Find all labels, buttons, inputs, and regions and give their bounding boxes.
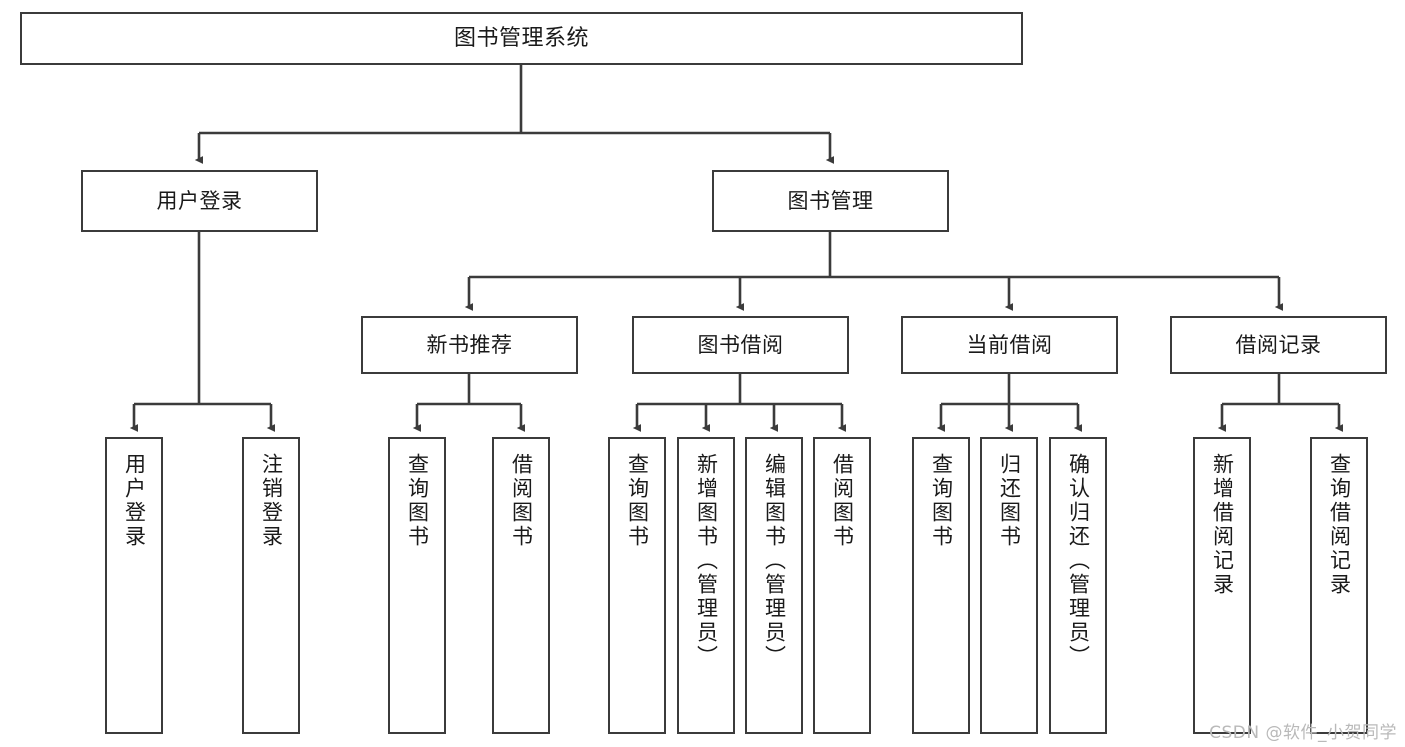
node-label: 图书管理 [787,188,874,213]
node-book-borrow[interactable]: 图书借阅 [632,316,849,374]
node-label: 查询借阅记录 [1327,453,1352,597]
leaf-record-add-borrow-record[interactable]: 新增借阅记录 [1193,437,1251,734]
node-label: 用户登录 [122,453,147,549]
node-label: 借阅图书 [509,453,534,549]
node-label: 用户登录 [156,188,243,213]
node-label: 当前借阅 [966,332,1053,357]
node-user-login[interactable]: 用户登录 [81,170,318,232]
leaf-record-query-borrow-record[interactable]: 查询借阅记录 [1310,437,1368,734]
node-label: 新增借阅记录 [1210,453,1235,597]
node-root-system[interactable]: 图书管理系统 [20,12,1023,65]
node-book-management[interactable]: 图书管理 [712,170,949,232]
node-label: 确认归还（管理员） [1066,453,1091,669]
node-label: 图书借阅 [697,332,784,357]
watermark-text: CSDN @软件_小贺同学 [1209,723,1397,743]
leaf-logout[interactable]: 注销登录 [242,437,300,734]
leaf-borrow-add-book-admin[interactable]: 新增图书（管理员） [677,437,735,734]
node-label: 编辑图书（管理员） [762,453,787,669]
leaf-current-return-book[interactable]: 归还图书 [980,437,1038,734]
node-borrow-record[interactable]: 借阅记录 [1170,316,1387,374]
node-label: 查询图书 [405,453,430,549]
node-label: 查询图书 [929,453,954,549]
leaf-borrow-query-book[interactable]: 查询图书 [608,437,666,734]
leaf-new-book-borrow-book[interactable]: 借阅图书 [492,437,550,734]
leaf-user-login[interactable]: 用户登录 [105,437,163,734]
node-label: 借阅记录 [1235,332,1322,357]
node-label: 新增图书（管理员） [694,453,719,669]
leaf-new-book-query-book[interactable]: 查询图书 [388,437,446,734]
leaf-current-confirm-return-admin[interactable]: 确认归还（管理员） [1049,437,1107,734]
node-label: 图书管理系统 [453,25,589,51]
node-label: 归还图书 [997,453,1022,549]
leaf-borrow-edit-book-admin[interactable]: 编辑图书（管理员） [745,437,803,734]
node-label: 查询图书 [625,453,650,549]
node-new-book-recommend[interactable]: 新书推荐 [361,316,578,374]
leaf-borrow-borrow-book[interactable]: 借阅图书 [813,437,871,734]
node-label: 注销登录 [259,453,284,549]
node-current-borrow[interactable]: 当前借阅 [901,316,1118,374]
node-label: 借阅图书 [830,453,855,549]
leaf-current-query-book[interactable]: 查询图书 [912,437,970,734]
node-label: 新书推荐 [426,332,513,357]
